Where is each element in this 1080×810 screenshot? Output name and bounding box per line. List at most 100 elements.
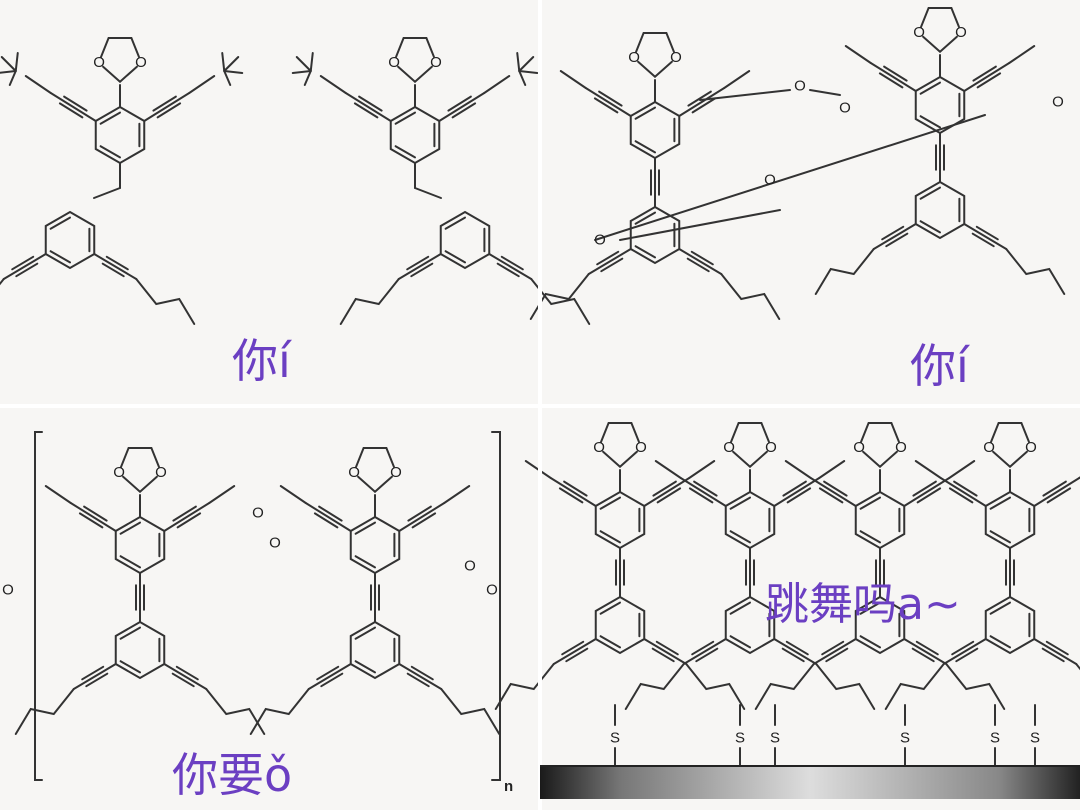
bond-line xyxy=(496,262,520,278)
sulfur-atom-label: S xyxy=(900,730,910,747)
benzene-ring xyxy=(114,515,166,575)
bond-chain xyxy=(749,450,768,468)
bond-line xyxy=(596,250,620,266)
bond-line xyxy=(309,52,314,72)
bond-line xyxy=(939,477,987,507)
bond-line xyxy=(634,245,656,259)
bond-line xyxy=(354,660,376,674)
bond-line xyxy=(558,487,584,504)
bond-chain xyxy=(815,663,876,710)
bond-line xyxy=(976,72,1002,89)
bond-line xyxy=(942,638,987,665)
bond-line xyxy=(654,460,682,479)
panel-divider-horizontal xyxy=(0,404,1080,408)
bond-line xyxy=(878,72,904,89)
bond-chain xyxy=(920,7,960,28)
bond-line xyxy=(172,505,197,522)
bond-line xyxy=(223,70,244,74)
bond-chain xyxy=(635,32,675,53)
bond-chain xyxy=(0,278,5,286)
bond-line xyxy=(989,496,1011,510)
bond-chain xyxy=(357,475,376,493)
bond-line xyxy=(354,626,376,640)
bond-line xyxy=(883,65,908,82)
bond-line xyxy=(163,663,208,690)
bond-line xyxy=(208,485,236,504)
bond-line xyxy=(975,225,999,241)
benzene-ring xyxy=(389,105,441,165)
bond-line xyxy=(411,512,437,529)
bond-line xyxy=(119,626,141,640)
bond-line xyxy=(656,487,682,504)
bond-line xyxy=(223,70,232,86)
bond-line xyxy=(549,477,597,507)
bond-line xyxy=(119,660,141,674)
bond-chain xyxy=(720,273,781,320)
bond-line xyxy=(584,87,632,117)
oxygen-atom-label: O xyxy=(464,558,476,575)
bond-chain xyxy=(685,663,746,710)
bond-line xyxy=(872,223,917,250)
bond-line xyxy=(304,502,352,532)
bond-line xyxy=(809,477,857,507)
bond-chain xyxy=(120,447,160,468)
bond-chain xyxy=(395,37,435,58)
benzene-ring xyxy=(984,490,1036,550)
bond-line xyxy=(163,502,211,532)
bond-line xyxy=(443,485,471,504)
bond-line xyxy=(682,638,727,665)
bond-chain xyxy=(249,688,310,735)
bond-line xyxy=(488,253,533,280)
bond-chain xyxy=(624,663,685,710)
bond-line xyxy=(1033,638,1078,665)
bond-line xyxy=(859,530,881,544)
bond-line xyxy=(318,505,343,522)
bond-line xyxy=(105,255,129,271)
bond-line xyxy=(152,95,177,112)
bond-chain xyxy=(102,65,121,83)
benzene-ring xyxy=(44,210,96,270)
bond-line xyxy=(49,216,71,230)
bond-line xyxy=(444,216,466,230)
benzene-ring xyxy=(594,595,646,655)
bond-line xyxy=(818,487,844,504)
oxygen-atom-label: O xyxy=(593,439,605,456)
bond-line xyxy=(729,496,751,510)
bond-chain xyxy=(414,65,433,83)
oxygen-atom-label: O xyxy=(794,78,806,95)
bond-line xyxy=(307,663,352,690)
bond-chain xyxy=(945,663,1006,710)
bond-line xyxy=(15,262,39,278)
bond-line xyxy=(599,601,621,615)
benzene-ring xyxy=(629,205,681,265)
oxygen-atom-label: O xyxy=(348,464,360,481)
bond-line xyxy=(599,496,621,510)
bond-line xyxy=(78,512,104,529)
bond-line xyxy=(143,92,191,122)
bond-line xyxy=(859,496,881,510)
bond-line xyxy=(516,52,521,72)
oxygen-atom-label: O xyxy=(670,49,682,66)
bond-line xyxy=(885,232,909,248)
bond-line xyxy=(1042,480,1067,497)
oxygen-atom-label: O xyxy=(628,49,640,66)
bond-chain xyxy=(602,450,621,468)
bond-line xyxy=(687,90,712,107)
bond-line xyxy=(989,530,1011,544)
bond-line xyxy=(93,253,138,280)
bond-line xyxy=(63,95,88,112)
bond-line xyxy=(407,505,432,522)
bond-line xyxy=(912,480,937,497)
bond-line xyxy=(916,487,942,504)
polymer-subscript-n: n xyxy=(504,778,514,795)
bond-line xyxy=(593,97,619,114)
bond-line xyxy=(44,485,72,504)
bond-line xyxy=(688,487,714,504)
benzene-ring xyxy=(854,490,906,550)
bond-line xyxy=(559,70,587,89)
benzene-ring xyxy=(854,595,906,655)
oxygen-atom-label: O xyxy=(388,54,400,71)
bond-chain xyxy=(654,60,673,78)
caption-top-right: 你í xyxy=(910,339,969,393)
